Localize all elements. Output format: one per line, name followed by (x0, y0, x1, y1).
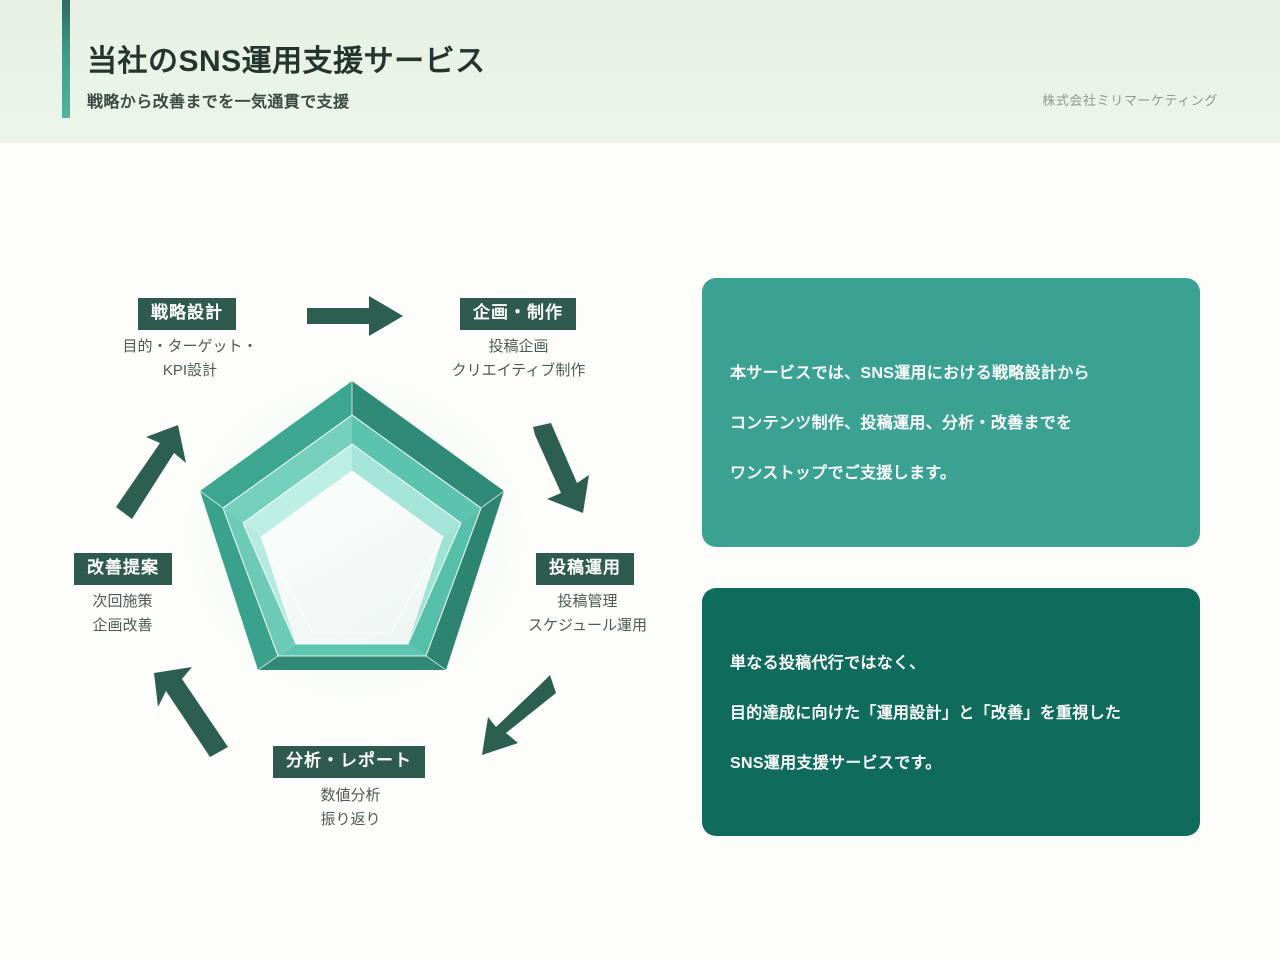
pentagon-ring-middle (223, 415, 481, 656)
arrow-planning-to-operation (533, 423, 589, 513)
caption-line: 投稿企画 (488, 338, 549, 355)
pentagon-ring-outer (200, 381, 504, 670)
caption-line: クリエイティブ制作 (451, 361, 586, 379)
page-subtitle: 戦略から改善までを一気通貫で支援 (87, 94, 350, 111)
node-caption-analysis: 数値分析 振り返り (302, 784, 399, 831)
arrow-analysis-to-improvement (154, 667, 228, 757)
arrow-operation-to-analysis (482, 675, 556, 755)
panel-line: 目的達成に向けた「運用設計」と「改善」を重視した (730, 705, 1122, 722)
panel-overview: 本サービスでは、SNS運用における戦略設計から コンテンツ制作、投稿運用、分析・… (702, 278, 1200, 547)
caption-line: 投稿管理 (557, 593, 618, 610)
company-name: 株式会社ミリマーケティング (1042, 93, 1218, 108)
panel-overview-text: 本サービスでは、SNS運用における戦略設計から コンテンツ制作、投稿運用、分析・… (730, 349, 1176, 499)
caption-line: KPI設計 (162, 361, 218, 379)
panel-differentiator-text: 単なる投稿代行ではなく、 目的達成に向けた「運用設計」と「改善」を重視した SN… (730, 639, 1176, 789)
header-accent-bar (62, 0, 70, 118)
panel-line: SNS運用支援サービスです。 (730, 755, 942, 772)
pentagon-graphic (199, 381, 505, 671)
arrow-strategy-to-planning (307, 296, 403, 336)
panel-line: 本サービスでは、SNS運用における戦略設計から (730, 365, 1090, 382)
caption-line: スケジュール運用 (528, 616, 647, 634)
cycle-diagram: 戦略設計 目的・ターゲット・ KPI設計 企画・制作 投稿企画 クリエイティブ制… (0, 143, 700, 960)
panel-line: 単なる投稿代行ではなく、 (730, 655, 926, 672)
node-caption-strategy: 目的・ターゲット・ KPI設計 (113, 335, 267, 382)
page-header: 当社のSNS運用支援サービス 戦略から改善までを一気通貫で支援 株式会社ミリマー… (0, 0, 1280, 143)
panel-differentiator: 単なる投稿代行ではなく、 目的達成に向けた「運用設計」と「改善」を重視した SN… (702, 588, 1200, 836)
node-caption-operation: 投稿管理 スケジュール運用 (518, 590, 657, 637)
node-label-improvement[interactable]: 改善提案 (74, 553, 172, 585)
caption-line: 目的・ターゲット・ (122, 338, 258, 355)
node-caption-improvement: 次回施策 企画改善 (78, 590, 167, 637)
node-label-planning[interactable]: 企画・制作 (460, 298, 576, 330)
caption-line: 振り返り (320, 810, 381, 828)
caption-line: 数値分析 (320, 787, 381, 804)
page-title: 当社のSNS運用支援サービス (87, 45, 486, 78)
pentagon-core (261, 471, 443, 644)
arrow-improvement-to-strategy (116, 425, 186, 519)
node-label-strategy[interactable]: 戦略設計 (138, 298, 236, 330)
node-caption-planning: 投稿企画 クリエイティブ制作 (440, 335, 597, 382)
panel-line: ワンストップでご支援します。 (730, 465, 957, 482)
node-label-analysis[interactable]: 分析・レポート (273, 746, 425, 778)
node-label-operation[interactable]: 投稿運用 (536, 553, 634, 585)
panel-line: コンテンツ制作、投稿運用、分析・改善までを (730, 415, 1073, 432)
caption-line: 企画改善 (92, 616, 153, 634)
caption-line: 次回施策 (92, 593, 153, 610)
